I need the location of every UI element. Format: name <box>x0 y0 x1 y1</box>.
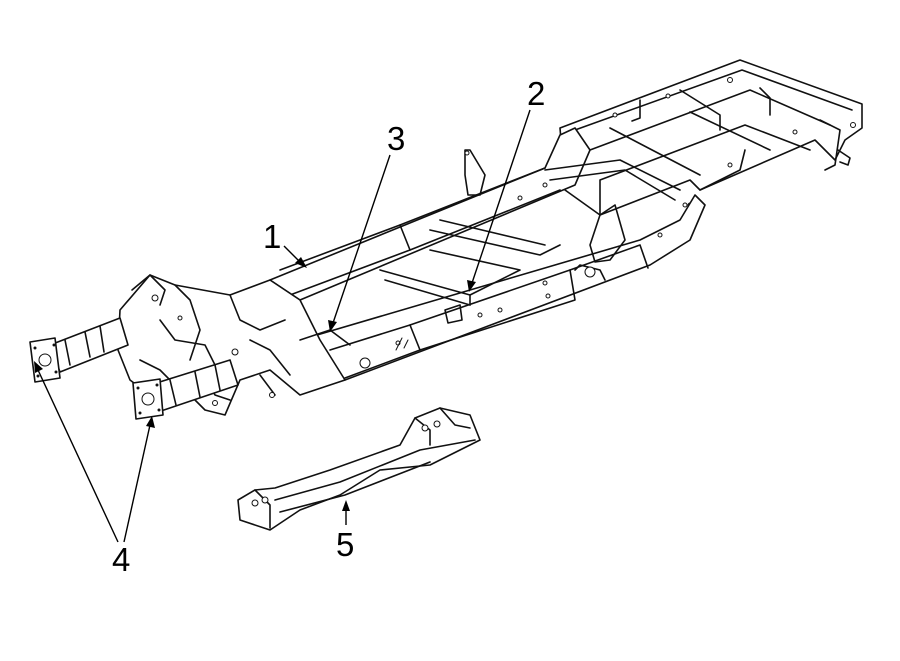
callout-label-2: 2 <box>527 75 545 112</box>
right-front-horn <box>132 359 239 420</box>
right-side-rail <box>299 194 706 381</box>
rear-frame-section <box>559 59 863 216</box>
loose-cross-member <box>237 407 481 531</box>
callouts: 1 2 3 4 5 <box>34 75 545 578</box>
left-front-horn <box>29 317 129 383</box>
callout-3: 3 <box>328 120 405 332</box>
frame-assembly <box>29 59 863 420</box>
callout-4: 4 <box>34 361 155 578</box>
callout-label-4: 4 <box>112 541 130 578</box>
callout-2: 2 <box>467 75 545 292</box>
callout-label-5: 5 <box>336 526 354 563</box>
callout-label-1: 1 <box>263 218 281 255</box>
callout-label-3: 3 <box>387 120 405 157</box>
callout-1: 1 <box>263 218 307 268</box>
callout-5: 5 <box>336 500 354 563</box>
